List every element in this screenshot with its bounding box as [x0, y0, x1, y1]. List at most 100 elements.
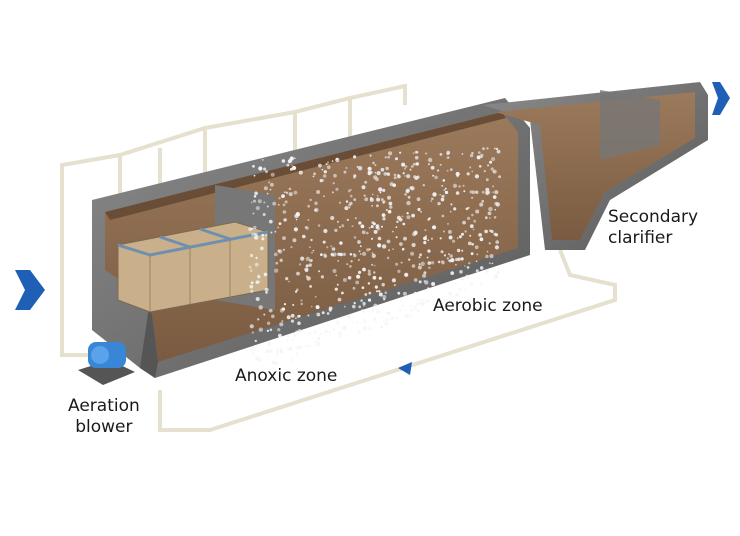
secondary-clarifier-tank — [483, 82, 708, 250]
bubble — [426, 256, 429, 259]
bubble — [458, 235, 462, 239]
bubble — [393, 173, 397, 177]
bubble — [450, 271, 455, 275]
bubble — [295, 218, 298, 221]
bubble — [272, 201, 277, 206]
bubble — [317, 337, 321, 341]
bubble — [367, 170, 370, 174]
bubble — [258, 280, 261, 283]
bubble — [401, 162, 406, 167]
bubble — [411, 213, 415, 218]
bubble — [441, 194, 445, 198]
bubble — [461, 153, 464, 155]
bubble — [418, 263, 421, 266]
bubble — [248, 227, 252, 231]
bubble — [493, 232, 497, 236]
bubble — [337, 220, 339, 223]
bubble — [443, 189, 446, 192]
bubble — [300, 302, 304, 306]
bubble — [320, 275, 324, 279]
bubble — [307, 219, 310, 221]
bubble — [471, 213, 474, 217]
bubble — [392, 248, 394, 250]
bubble — [251, 331, 254, 334]
bubble — [493, 216, 497, 219]
bubble — [297, 314, 301, 318]
bubble — [386, 256, 390, 260]
bubble — [382, 217, 386, 221]
bubble — [352, 286, 356, 290]
bubble — [282, 210, 287, 214]
bubble — [495, 240, 500, 244]
bubble — [367, 269, 371, 273]
bubble — [308, 263, 312, 267]
bubble — [358, 259, 360, 261]
bubble — [274, 268, 279, 273]
bubble — [363, 319, 367, 323]
bubble — [417, 265, 422, 270]
bubble — [371, 253, 376, 258]
bubble — [371, 263, 374, 266]
bubble — [281, 194, 285, 199]
bubble — [367, 166, 372, 171]
bubble — [443, 230, 445, 233]
bubble — [291, 164, 294, 167]
bubble — [409, 186, 413, 190]
bubble — [428, 163, 430, 166]
bubble — [457, 257, 461, 262]
bubble — [323, 228, 328, 234]
bubble — [354, 217, 357, 220]
bubble — [314, 340, 317, 343]
bubble — [356, 166, 359, 168]
bubble — [269, 188, 272, 191]
bubble — [397, 269, 401, 273]
bubble — [305, 275, 308, 278]
bubble — [465, 274, 470, 279]
bubble — [376, 197, 381, 202]
bubble — [296, 352, 299, 355]
bubble — [253, 199, 256, 203]
bubble — [431, 197, 434, 201]
bubble — [323, 195, 325, 197]
bubble — [260, 246, 264, 251]
bubble — [449, 254, 453, 258]
bubble — [494, 201, 499, 206]
bubble — [418, 256, 421, 259]
bubble — [382, 201, 385, 204]
bubble — [344, 206, 349, 211]
bubble — [383, 172, 388, 176]
bubble — [427, 249, 431, 253]
bubble — [278, 197, 281, 200]
bubble — [383, 298, 386, 301]
bubble — [378, 187, 383, 192]
bubble — [400, 261, 403, 264]
bubble — [349, 194, 353, 198]
bubble — [318, 270, 321, 273]
bubble — [372, 222, 376, 226]
bubble — [298, 170, 303, 175]
bubble — [447, 229, 452, 234]
bubble — [418, 302, 421, 305]
bubble — [286, 335, 290, 339]
bubble — [439, 153, 443, 156]
bubble — [489, 217, 491, 219]
bubble — [385, 318, 389, 322]
bubble — [393, 176, 397, 180]
bubble — [373, 264, 376, 267]
bubble — [388, 151, 393, 156]
bubble — [322, 174, 327, 178]
bubble — [464, 265, 466, 267]
bubble — [453, 207, 457, 211]
membrane-modules — [117, 221, 269, 313]
bubble — [264, 234, 268, 237]
bubble — [424, 229, 427, 232]
bubble — [452, 183, 458, 188]
bubble — [380, 198, 384, 202]
label-line: clarifier — [608, 228, 673, 248]
flow-in-arrow — [15, 270, 45, 310]
bubble — [363, 194, 366, 197]
label-aerobic-zone: Aerobic zone — [433, 296, 543, 316]
bubble — [485, 187, 490, 192]
bubble — [367, 298, 372, 302]
label-line: Aeration — [68, 396, 140, 416]
